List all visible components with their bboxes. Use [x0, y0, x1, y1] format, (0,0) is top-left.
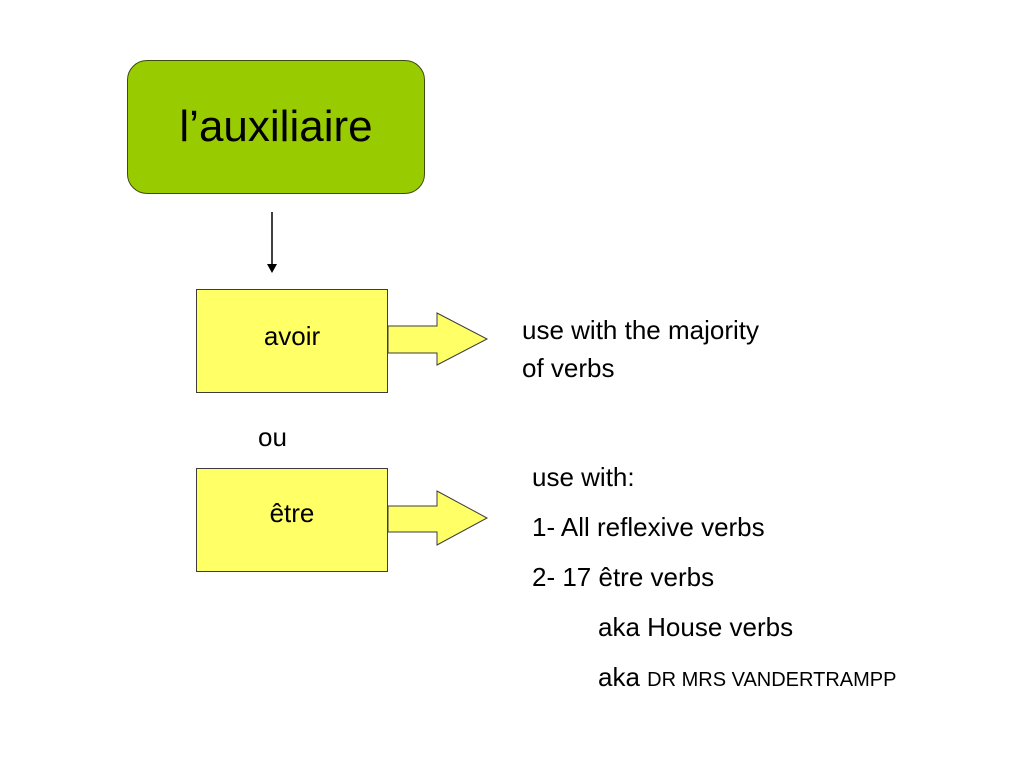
- etre-description-item: 2- 17 être verbs: [532, 562, 715, 592]
- avoir-description: use with the majority of verbs: [522, 311, 882, 387]
- avoir-box: avoir: [196, 289, 388, 393]
- aka-acronym: DR MRS VANDERTRAMPP: [647, 669, 897, 691]
- down-arrow-head: [267, 264, 277, 273]
- etre-box: être: [196, 468, 388, 572]
- aka-prefix: aka: [598, 662, 640, 692]
- etre-description: use with: 1- All reflexive verbs 2- 17 ê…: [532, 458, 1002, 708]
- title-text: l’auxiliaire: [179, 102, 373, 151]
- separator-label: ou: [258, 422, 287, 452]
- avoir-description-line: use with the majority: [522, 315, 759, 345]
- avoir-arrow-shape: [387, 312, 489, 366]
- avoir-label: avoir: [263, 320, 321, 351]
- avoir-description-line: of verbs: [522, 353, 615, 383]
- etre-aka-acronym: aka DR MRS VANDERTRAMPP: [532, 658, 1002, 708]
- etre-description-item: 1- All reflexive verbs: [532, 512, 765, 542]
- etre-label: être: [269, 497, 315, 528]
- etre-aka-house: aka House verbs: [598, 612, 794, 642]
- title-box: l’auxiliaire: [127, 60, 425, 194]
- etre-description-heading: use with:: [532, 462, 635, 492]
- etre-arrow-shape: [387, 490, 489, 546]
